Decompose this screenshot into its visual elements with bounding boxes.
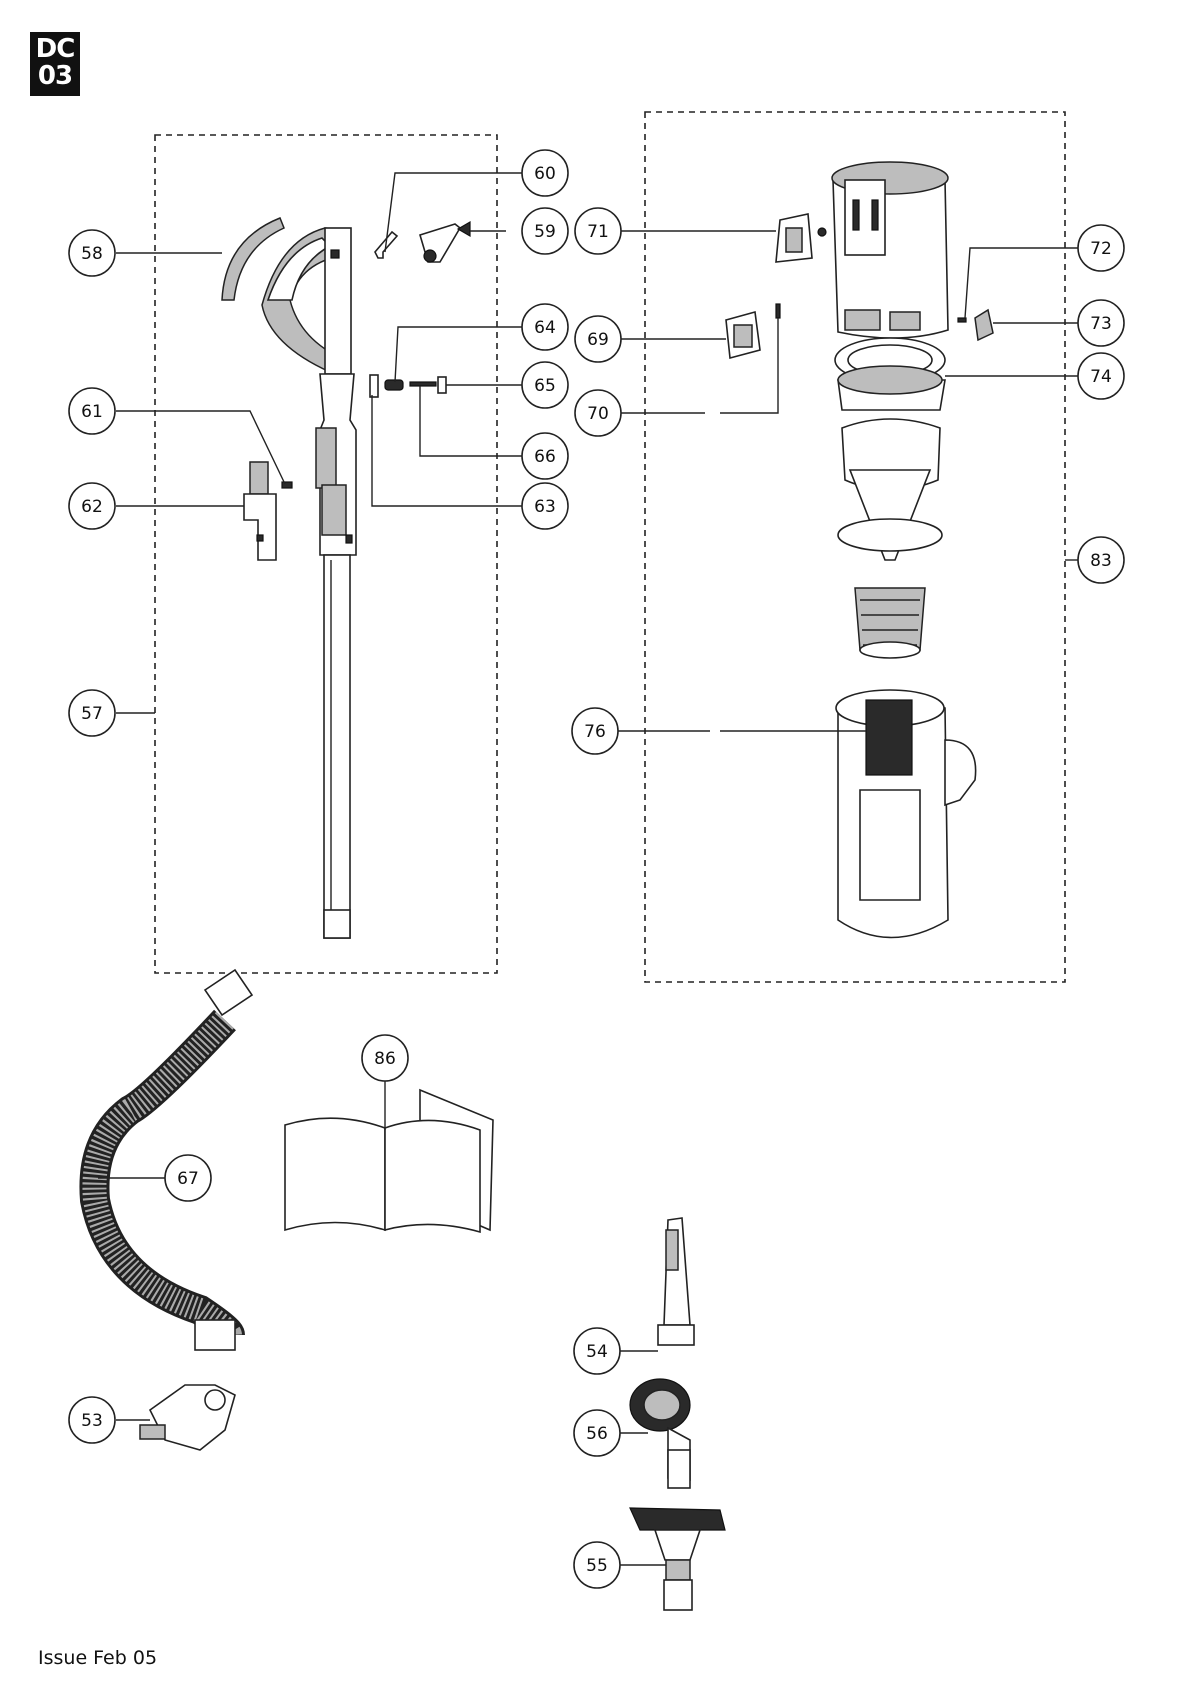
callout-58: 58: [68, 229, 116, 277]
svg-text:69: 69: [587, 330, 609, 350]
callout-67: 67: [164, 1154, 212, 1202]
handle-trim-part: [221, 217, 285, 301]
svg-text:63: 63: [534, 497, 556, 517]
shroud-assembly-part: [837, 365, 946, 659]
callout-74: 74: [1077, 352, 1125, 400]
callout-55: 55: [573, 1541, 621, 1589]
hose-part: [79, 968, 254, 1351]
clear-bin-part: [835, 689, 977, 939]
screw-70-part: [775, 303, 781, 319]
logo-line-2: 03: [37, 61, 73, 91]
svg-text:60: 60: [534, 164, 556, 184]
svg-text:83: 83: [1090, 551, 1112, 571]
callout-57: 57: [68, 689, 116, 737]
callout-66: 66: [521, 432, 569, 480]
svg-text:58: 58: [81, 244, 103, 264]
callout-70: 70: [574, 389, 622, 437]
svg-text:70: 70: [587, 404, 609, 424]
bracket-part: [775, 213, 827, 263]
screw-72-part: [957, 317, 967, 323]
svg-text:65: 65: [534, 376, 556, 396]
small-spring-part: [281, 481, 293, 489]
hose-cuff-part: [139, 1384, 236, 1451]
callout-83: 83: [1077, 536, 1125, 584]
callout-59: 59: [521, 207, 569, 255]
svg-text:74: 74: [1090, 367, 1112, 387]
callout-64: 64: [521, 303, 569, 351]
wand-handle-part: [261, 227, 357, 939]
latch-73-part: [974, 308, 994, 342]
svg-text:86: 86: [374, 1049, 396, 1069]
svg-text:67: 67: [177, 1169, 199, 1189]
pin-part: [369, 374, 379, 398]
svg-text:56: 56: [586, 1424, 608, 1444]
callout-54: 54: [573, 1327, 621, 1375]
callout-60: 60: [521, 149, 569, 197]
svg-text:76: 76: [584, 722, 606, 742]
dc03-logo: DC 03: [30, 32, 80, 96]
svg-text:54: 54: [586, 1342, 608, 1362]
upholstery-tool-part: [629, 1507, 726, 1611]
crevice-tool-part: [657, 1217, 695, 1346]
logo-line-1: DC: [35, 34, 76, 64]
cyclone-assembly-group-box: [644, 111, 1066, 983]
brush-tool-part: [629, 1378, 691, 1489]
callout-62: 62: [68, 482, 116, 530]
leader-lines: [98, 172, 1080, 1566]
callout-56: 56: [573, 1409, 621, 1457]
svg-text:53: 53: [81, 1411, 103, 1431]
svg-text:71: 71: [587, 222, 609, 242]
callout-69: 69: [574, 315, 622, 363]
manual-part: [284, 1088, 494, 1234]
clip-part: [437, 376, 447, 394]
svg-text:73: 73: [1090, 314, 1112, 334]
svg-text:64: 64: [534, 318, 556, 338]
issue-date-label: Issue Feb 05: [38, 1647, 158, 1669]
callout-72: 72: [1077, 224, 1125, 272]
callout-65: 65: [521, 361, 569, 409]
callout-76: 76: [571, 707, 619, 755]
callout-73: 73: [1077, 299, 1125, 347]
svg-text:57: 57: [81, 704, 103, 724]
svg-text:62: 62: [81, 497, 103, 517]
wand-assembly-group-box: [154, 134, 498, 974]
callout-61: 61: [68, 387, 116, 435]
catch-part: [419, 220, 471, 263]
svg-text:59: 59: [534, 222, 556, 242]
callout-86: 86: [361, 1034, 409, 1082]
svg-text:66: 66: [534, 447, 556, 467]
svg-text:55: 55: [586, 1556, 608, 1576]
callout-53: 53: [68, 1396, 116, 1444]
spring-part: [384, 379, 404, 391]
cyclone-head-part: [831, 161, 949, 339]
callout-71: 71: [574, 207, 622, 255]
seal-block-part: [725, 310, 761, 360]
release-catch-part: [243, 461, 277, 561]
svg-text:72: 72: [1090, 239, 1112, 259]
svg-text:61: 61: [81, 402, 103, 422]
screw-part: [409, 381, 437, 387]
callout-63: 63: [521, 482, 569, 530]
